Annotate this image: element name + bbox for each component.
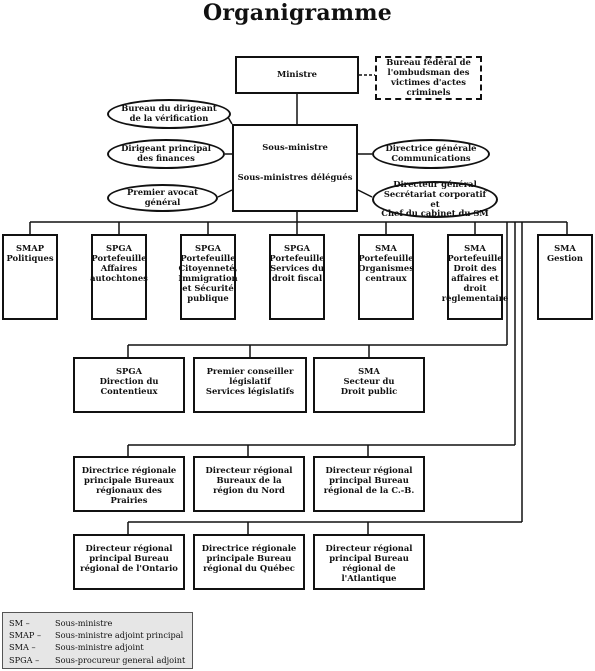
row1-box: SMAP Politiques [2, 234, 58, 320]
legend-abbr: SPGA – [9, 654, 40, 665]
legend-row: SM – Sous-ministre [9, 617, 186, 629]
row1-box: SMA Gestion [537, 234, 593, 320]
page-title: Organigramme [203, 0, 392, 26]
legend: SM – Sous-ministre SMAP – Sous-ministre … [2, 612, 193, 669]
row2-box: SMA Secteur du Droit public [313, 357, 425, 413]
row3-box: Directeur régional Bureaux de la région … [193, 456, 305, 512]
legend-abbr: SMAP – [9, 630, 42, 641]
corporate-secretariat-oval: Directeur général Secrétariat corporatif… [372, 179, 498, 218]
row3-box: Directrice régionale principale Bureaux … [73, 456, 185, 512]
row3-box: Directeur régional principal Bureau régi… [313, 456, 425, 512]
deputy-minister-box: Sous-ministre Sous-ministres délégués [232, 124, 358, 212]
legend-row: SPGA – Sous-procureur general adjoint [9, 654, 186, 666]
legend-def: Sous-procureur general adjoint [55, 654, 186, 665]
legend-abbr: SM – [9, 618, 30, 629]
row1-box: SPGA Portefeuille Citoyenneté, Immigrati… [178, 234, 238, 320]
finance-oval: Dirigeant principal des finances [107, 139, 225, 169]
deputy-minister-label: Sous-ministre [262, 142, 328, 152]
legend-row: SMA – Sous-ministre adjoint [9, 641, 186, 653]
row1-box: SMA Portefeuille Droit des affaires et d… [442, 234, 508, 320]
row1-box: SPGA Portefeuille Affaires autochtones [90, 234, 148, 320]
row1-box: SMA Portefeuille Organismes centraux [358, 234, 414, 320]
row2-box: SPGA Direction du Contentieux [73, 357, 185, 413]
legend-def: Sous-ministre adjoint [55, 642, 144, 653]
row2-box: Premier conseiller législatif Services l… [193, 357, 307, 413]
legend-def: Sous-ministre [55, 618, 113, 629]
legend-def: Sous-ministre adjoint principal [55, 630, 184, 641]
row4-box: Directrice régionale principale Bureau r… [193, 534, 305, 590]
row4-box: Directeur régional principal Bureau régi… [73, 534, 185, 590]
general-counsel-oval: Premier avocat général [107, 184, 218, 212]
legend-row: SMAP – Sous-ministre adjoint principal [9, 629, 186, 641]
communications-oval: Directrice générale Communications [372, 139, 490, 169]
ombudsman-box: Bureau fédéral de l'ombudsman des victim… [375, 56, 482, 100]
row1-box: SPGA Portefeuille Services du droit fisc… [269, 234, 325, 320]
minister-box: Ministre [235, 56, 359, 94]
associate-deputies-label: Sous-ministres délégués [237, 172, 353, 182]
legend-abbr: SMA – [9, 642, 36, 653]
audit-oval: Bureau du dirigeant de la vérification [107, 99, 231, 129]
row4-box: Directeur régional principal Bureau régi… [313, 534, 425, 590]
